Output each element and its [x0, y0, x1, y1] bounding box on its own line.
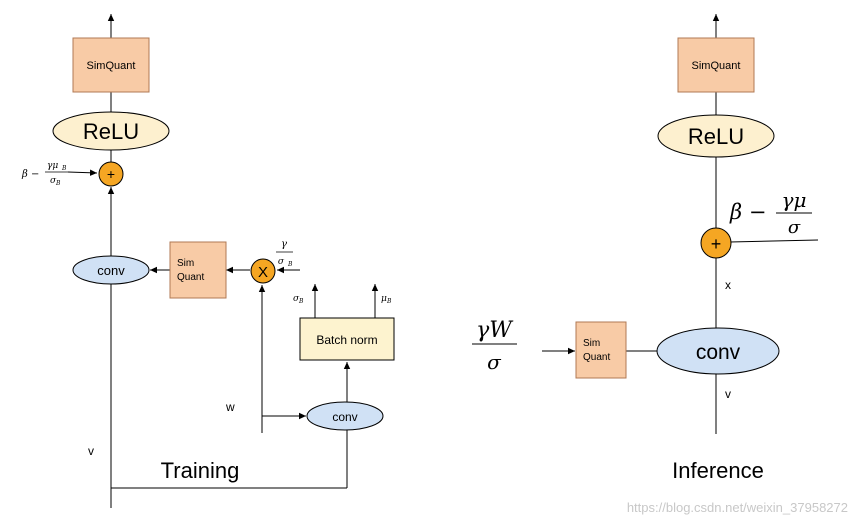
training-mult-symbol: X [258, 264, 268, 281]
training-sigma-b-label: σ B [293, 294, 304, 305]
inference-bias-prefix: β − [729, 200, 766, 224]
training-conv-node: conv [72, 255, 150, 285]
inference-weight-label: γW σ [472, 318, 517, 374]
inference-simquant-line1: Sim [583, 338, 600, 349]
training-top-simquant-label: SimQuant [87, 60, 136, 72]
training-bias-den-sub: B [55, 180, 61, 187]
training-bias-den: σ [50, 176, 57, 186]
inference-caption: Inference [672, 458, 764, 483]
inference-relu-node: ReLU [657, 114, 775, 158]
training-batchnorm-box: Batch norm [299, 317, 395, 361]
training-scale-label: γ σ B [276, 239, 293, 268]
training-mid-simquant-box: Sim Quant [169, 241, 227, 299]
training-scale-den: σ [278, 257, 285, 267]
training-relu-node: ReLU [52, 111, 170, 151]
inference-top-simquant-label: SimQuant [692, 60, 741, 72]
training-w-label: w [225, 400, 235, 414]
training-scale-num: γ [281, 239, 287, 250]
training-mu-b-sub: B [386, 298, 392, 305]
inference-simquant-box: Sim Quant [575, 321, 627, 379]
training-conv-label: conv [97, 263, 125, 278]
training-bn-conv-label: conv [332, 410, 357, 424]
training-v-label: v [88, 444, 94, 458]
inference-diagram: SimQuant ReLU + β − γμ σ x conv S [472, 14, 819, 483]
inference-weight-num: γW [476, 318, 514, 343]
inference-bias-num: γμ [782, 188, 807, 212]
training-relu-label: ReLU [83, 119, 139, 144]
training-diagram: SimQuant ReLU + β − γμ B σ B conv [21, 14, 395, 508]
training-top-simquant-box: SimQuant [72, 37, 150, 93]
training-sigma-b-sub: B [298, 298, 304, 305]
inference-conv-label: conv [696, 341, 741, 364]
inference-add-node: + [700, 227, 732, 259]
inference-add-symbol: + [711, 234, 722, 254]
training-batchnorm-label: Batch norm [316, 333, 377, 347]
training-mu-b: μ [381, 294, 387, 304]
training-add-symbol: + [107, 166, 115, 182]
training-bias-label: β − γμ B σ B [21, 161, 68, 187]
training-bn-conv-node: conv [306, 401, 384, 431]
training-edges [67, 14, 379, 508]
training-bias-num-sub: B [61, 165, 67, 172]
training-scale-den-sub: B [287, 261, 293, 268]
inference-conv-node: conv [656, 327, 780, 375]
training-mult-node: X [250, 258, 276, 284]
inference-edges [542, 14, 819, 434]
inference-weight-den: σ [487, 350, 502, 374]
training-bias-num: γμ [47, 161, 58, 171]
training-sigma-b: σ [293, 294, 300, 304]
inference-top-simquant-box: SimQuant [677, 37, 755, 93]
inference-x-label: x [725, 278, 731, 292]
training-mu-b-label: μ B [381, 294, 392, 305]
training-mid-simquant-line1: Sim [177, 258, 194, 269]
inference-bias-label: β − γμ σ [729, 188, 812, 238]
inference-v-label: v [725, 387, 731, 401]
training-caption: Training [161, 458, 240, 483]
inference-simquant-line2: Quant [583, 352, 610, 363]
inference-relu-label: ReLU [688, 124, 744, 149]
training-bias-prefix: β − [21, 169, 39, 180]
watermark-text: https://blog.csdn.net/weixin_37958272 [627, 500, 848, 515]
training-add-node: + [98, 161, 124, 187]
inference-bias-den: σ [788, 217, 801, 238]
edge-bias-add [67, 169, 98, 176]
training-mid-simquant-line2: Quant [177, 272, 204, 283]
edge-inf-bias-add [729, 239, 819, 243]
